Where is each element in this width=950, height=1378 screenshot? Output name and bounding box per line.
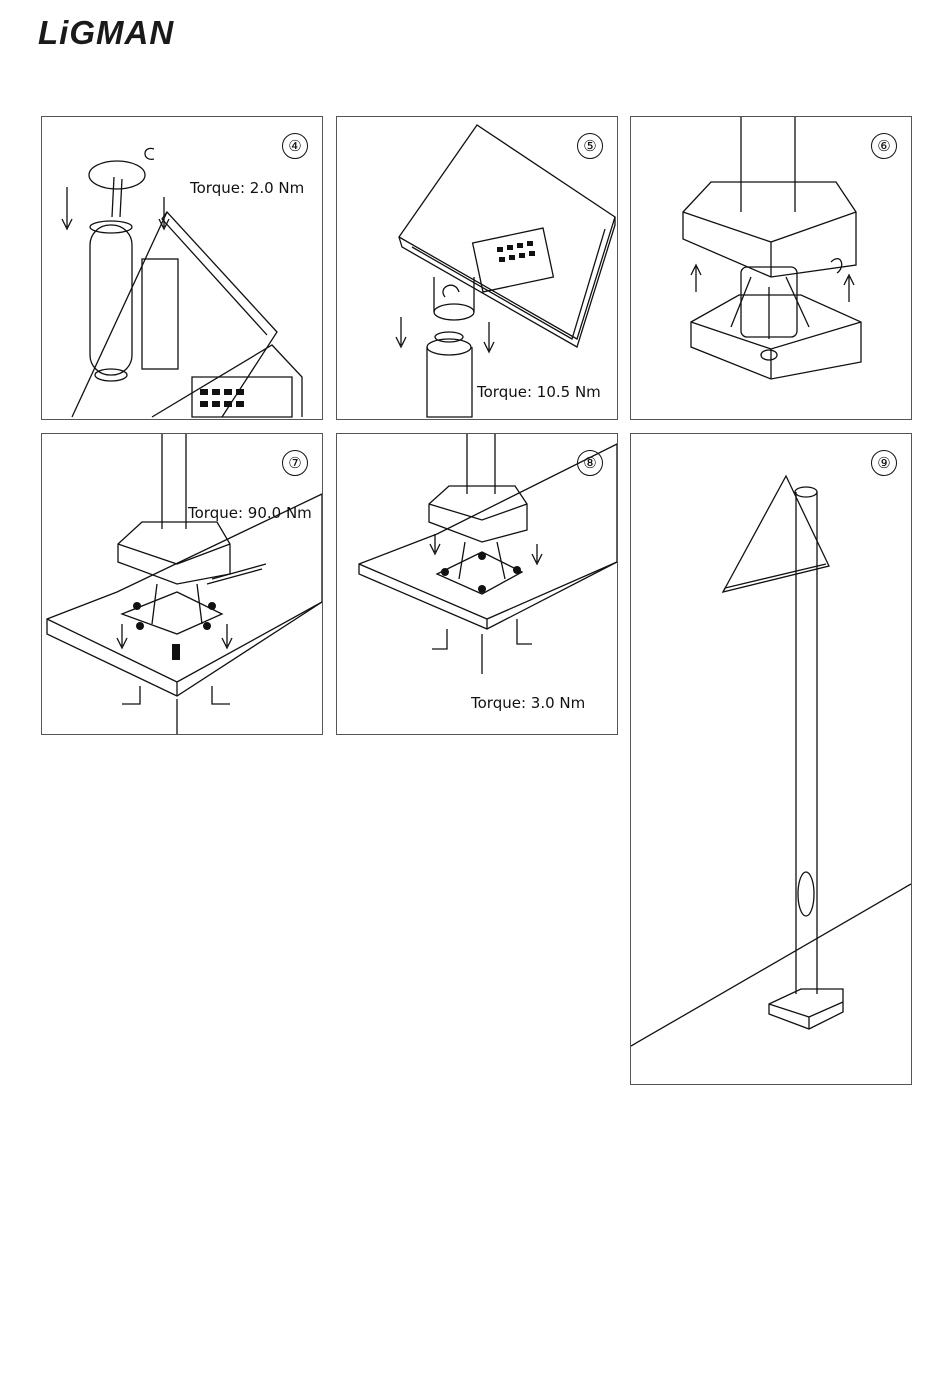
step-number-9: ⑨ bbox=[871, 450, 897, 476]
step-5-panel: ⑤ Torque: 10.5 Nm bbox=[336, 116, 618, 420]
torque-label-7: Torque: 90.0 Nm bbox=[188, 504, 312, 522]
step-number-5: ⑤ bbox=[577, 133, 603, 159]
step-4-panel: ④ Torque: 2.0 Nm bbox=[41, 116, 323, 420]
step-8-illustration bbox=[337, 434, 617, 734]
step-7-illustration bbox=[42, 434, 322, 734]
step-7-panel: ⑦ Torque: 90.0 Nm bbox=[41, 433, 323, 735]
step-9-panel: ⑨ bbox=[630, 433, 912, 1085]
step-number-4: ④ bbox=[282, 133, 308, 159]
torque-label-8: Torque: 3.0 Nm bbox=[471, 694, 585, 712]
step-number-8: ⑧ bbox=[577, 450, 603, 476]
step-6-illustration bbox=[631, 117, 911, 419]
step-number-6: ⑥ bbox=[871, 133, 897, 159]
torque-label-4: Torque: 2.0 Nm bbox=[190, 179, 304, 197]
ligman-logo: LiGMAN bbox=[38, 14, 174, 52]
step-5-illustration bbox=[337, 117, 617, 419]
step-9-illustration bbox=[631, 434, 911, 1084]
step-8-panel: ⑧ Torque: 3.0 Nm bbox=[336, 433, 618, 735]
step-4-illustration bbox=[42, 117, 322, 419]
step-6-panel: ⑥ bbox=[630, 116, 912, 420]
torque-label-5: Torque: 10.5 Nm bbox=[477, 383, 601, 401]
step-number-7: ⑦ bbox=[282, 450, 308, 476]
